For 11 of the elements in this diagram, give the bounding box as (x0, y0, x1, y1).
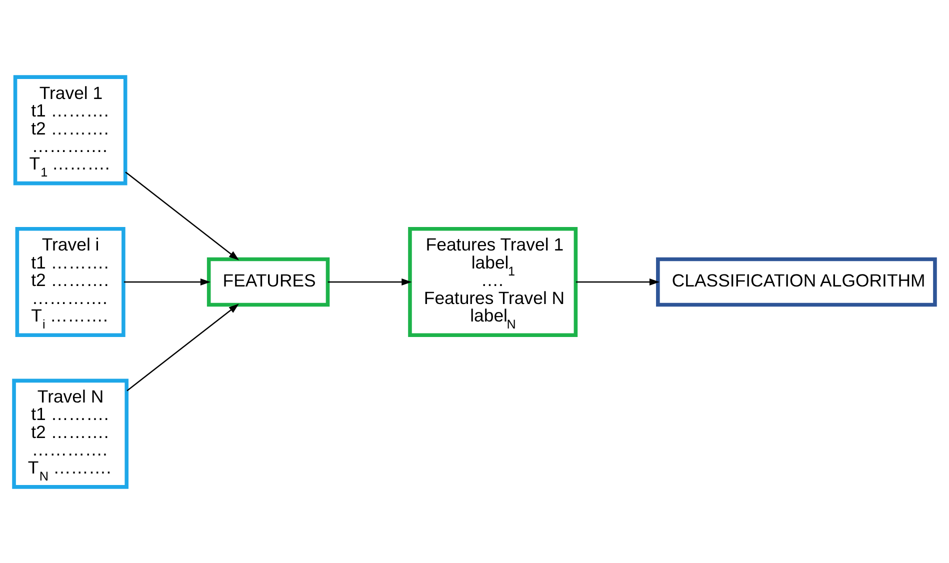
node-box: CLASSIFICATION ALGORITHM (656, 256, 937, 306)
node-box: Travel i t1 ………. t2 ………. …………. T$_{i}$ ………. (15, 226, 126, 337)
arrow (576, 278, 660, 286)
node-box: Features Travel 1 label$_{1}$ …. Features Travel N label$_{N}$ (408, 226, 578, 337)
arrow (126, 303, 239, 391)
arrow (328, 278, 412, 286)
node-box: Travel N t1 ………. t2 ………. …………. T$_{N}$ ………. (12, 378, 128, 488)
arrow (124, 278, 211, 286)
node-box: FEATURES (206, 256, 330, 306)
node-box: Travel 1 t1 ………. t2 ………. …………. T$_{1}$ ………. (13, 74, 128, 185)
arrow (125, 171, 240, 260)
